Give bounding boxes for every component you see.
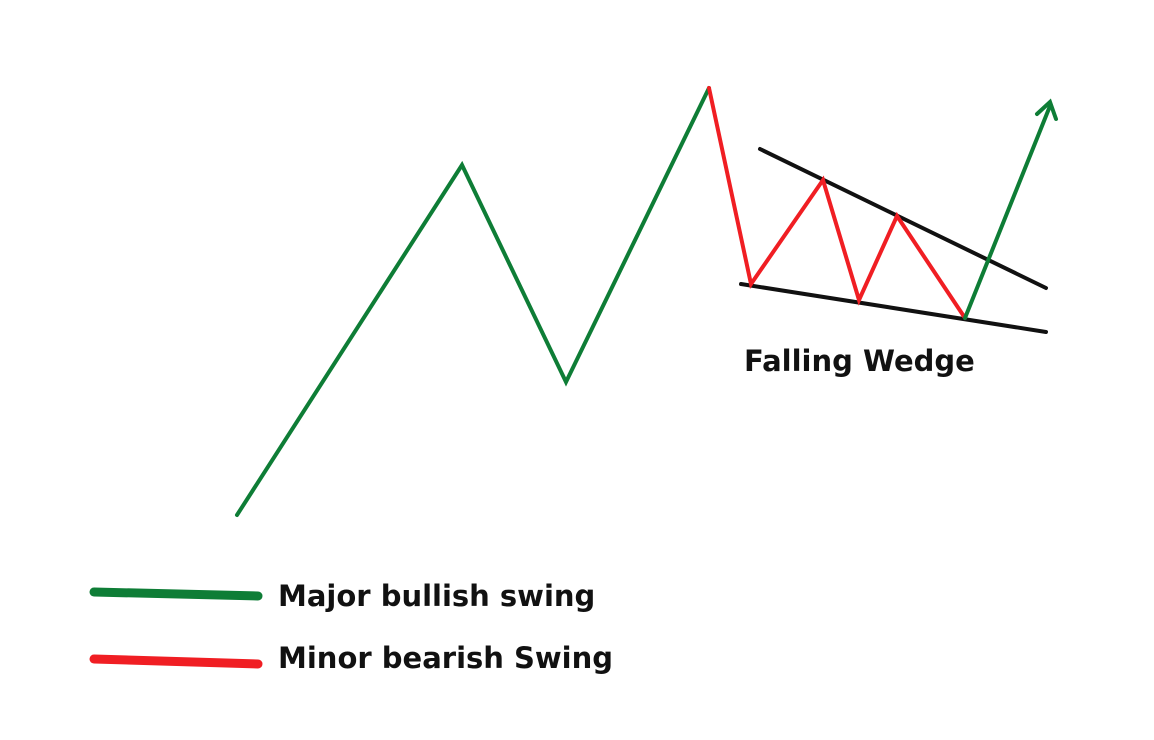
pattern-label: Falling Wedge bbox=[744, 344, 975, 378]
legend: Major bullish swing Minor bearish Swing bbox=[89, 579, 613, 675]
bullish-swing-line bbox=[235, 86, 711, 517]
bearish-swing-line bbox=[707, 86, 967, 320]
legend-label-bullish: Major bullish swing bbox=[278, 579, 595, 613]
breakout-arrow-line bbox=[963, 104, 1052, 320]
legend-swatch-bearish bbox=[89, 654, 263, 669]
legend-swatch-bullish bbox=[89, 587, 263, 601]
legend-label-bearish: Minor bearish Swing bbox=[278, 641, 613, 675]
arrow-head-icon bbox=[1035, 98, 1058, 121]
wedge-lower-trendline bbox=[739, 282, 1048, 334]
wedge-upper-trendline bbox=[758, 147, 1048, 290]
